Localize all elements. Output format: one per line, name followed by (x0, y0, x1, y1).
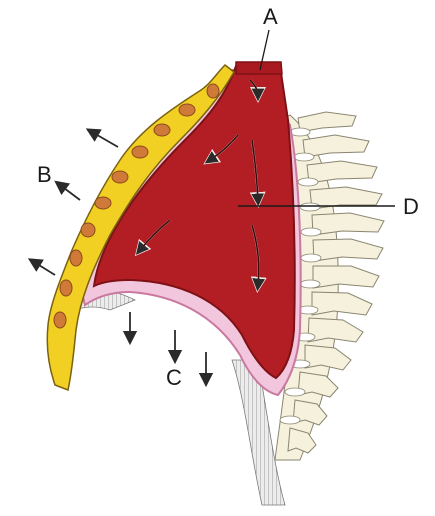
expansion-arrows-dark (135, 79, 266, 292)
label-c: C (166, 365, 182, 390)
rib-cartilage-spots (53, 83, 220, 329)
label-a: A (263, 4, 278, 29)
vertebra-set (287, 111, 385, 454)
lung (92, 65, 296, 380)
leader-line-a (259, 29, 270, 71)
trachea (235, 61, 283, 75)
diaphragm-arrows (122, 312, 214, 388)
diaphragm-muscle-right (231, 359, 286, 506)
label-d: D (403, 194, 419, 219)
rib-movement-arrows (27, 128, 119, 276)
label-b: B (37, 162, 52, 187)
